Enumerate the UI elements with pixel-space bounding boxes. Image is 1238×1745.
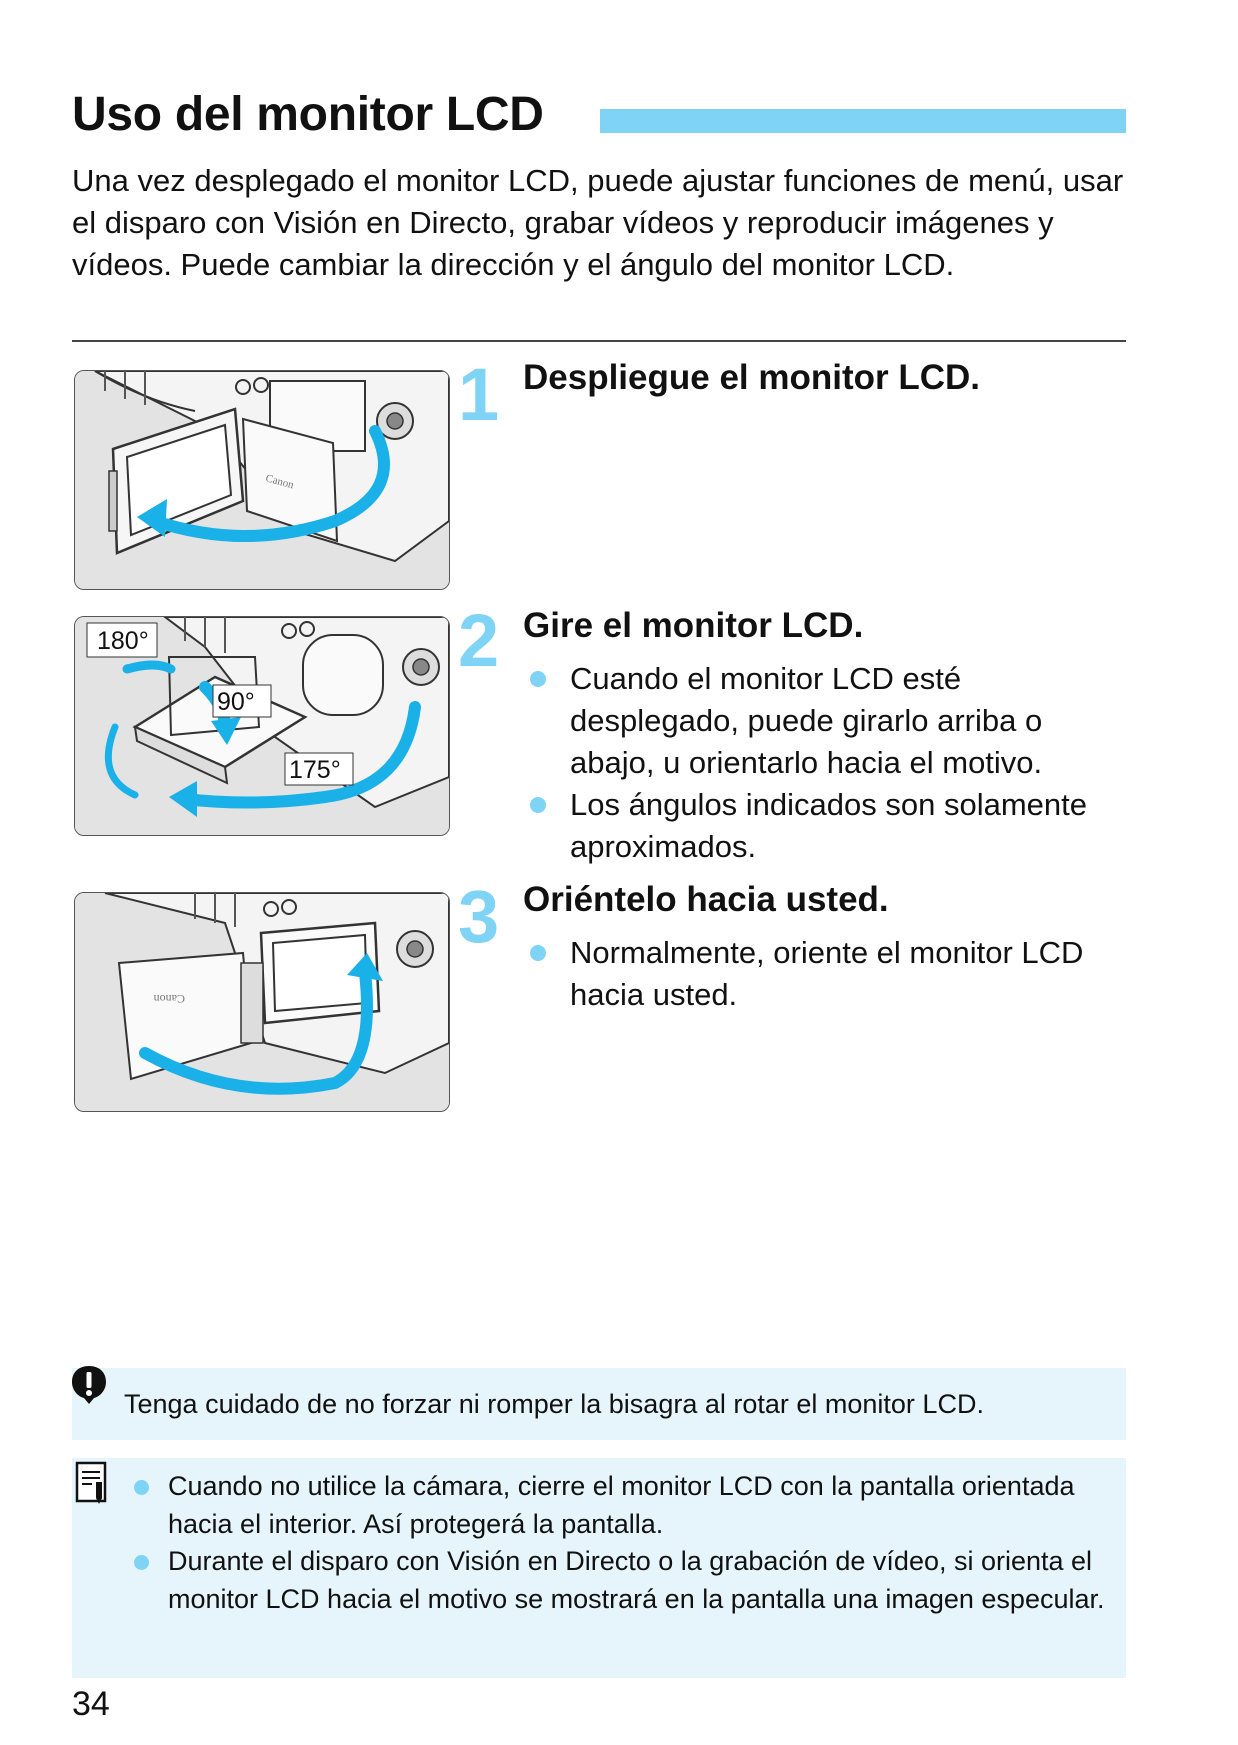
list-item: Cuando el monitor LCD esté desplegado, p… bbox=[528, 658, 1128, 784]
step-3-number: 3 bbox=[458, 875, 500, 958]
page-number: 34 bbox=[72, 1685, 110, 1723]
svg-text:Canon: Canon bbox=[154, 992, 185, 1006]
list-item: Los ángulos indicados son solamente apro… bbox=[528, 784, 1128, 868]
title-row: Uso del monitor LCD bbox=[72, 82, 1126, 152]
note-box: Cuando no utilice la cámara, cierre el m… bbox=[72, 1458, 1126, 1678]
intro-paragraph: Una vez desplegado el monitor LCD, puede… bbox=[72, 163, 1124, 282]
page-title: Uso del monitor LCD bbox=[72, 88, 544, 141]
step-1-number: 1 bbox=[458, 353, 500, 436]
camera-rotate-illustration: 180° 90° 175° bbox=[75, 617, 449, 835]
step-3-title: Oriéntelo hacia usted. bbox=[523, 880, 889, 919]
step-2-number: 2 bbox=[458, 599, 500, 682]
note-icon bbox=[75, 1461, 107, 1504]
angle-label-90: 90° bbox=[217, 688, 255, 716]
angle-label-175: 175° bbox=[289, 756, 341, 784]
bullet-dot-icon bbox=[134, 1555, 149, 1570]
list-item: Durante el disparo con Visión en Directo… bbox=[132, 1543, 1112, 1618]
bullet-dot-icon bbox=[530, 797, 546, 813]
bullet-dot-icon bbox=[134, 1480, 149, 1495]
title-accent-bar bbox=[600, 109, 1126, 133]
camera-face-user-illustration: Canon bbox=[75, 893, 449, 1111]
illustration-step-1: Canon bbox=[74, 370, 450, 590]
bullet-dot-icon bbox=[530, 671, 546, 687]
step-2-title: Gire el monitor LCD. bbox=[523, 606, 864, 645]
bullet-dot-icon bbox=[530, 945, 546, 961]
camera-unfold-illustration: Canon bbox=[75, 371, 449, 589]
illustration-step-3: Canon bbox=[74, 892, 450, 1112]
illustration-step-2: 180° 90° 175° bbox=[74, 616, 450, 836]
list-item: Cuando no utilice la cámara, cierre el m… bbox=[132, 1468, 1112, 1543]
caution-box: Tenga cuidado de no forzar ni romper la … bbox=[72, 1366, 1126, 1440]
note-bullets: Cuando no utilice la cámara, cierre el m… bbox=[132, 1468, 1112, 1618]
step-1-title: Despliegue el monitor LCD. bbox=[523, 358, 980, 397]
list-item: Normalmente, oriente el monitor LCD haci… bbox=[528, 932, 1128, 1016]
section-divider bbox=[72, 340, 1126, 342]
caution-text: Tenga cuidado de no forzar ni romper la … bbox=[124, 1389, 984, 1419]
step-2-bullets: Cuando el monitor LCD esté desplegado, p… bbox=[528, 658, 1128, 868]
step-3-bullets: Normalmente, oriente el monitor LCD haci… bbox=[528, 932, 1128, 1016]
caution-icon bbox=[72, 1366, 106, 1404]
angle-label-180: 180° bbox=[97, 627, 149, 655]
